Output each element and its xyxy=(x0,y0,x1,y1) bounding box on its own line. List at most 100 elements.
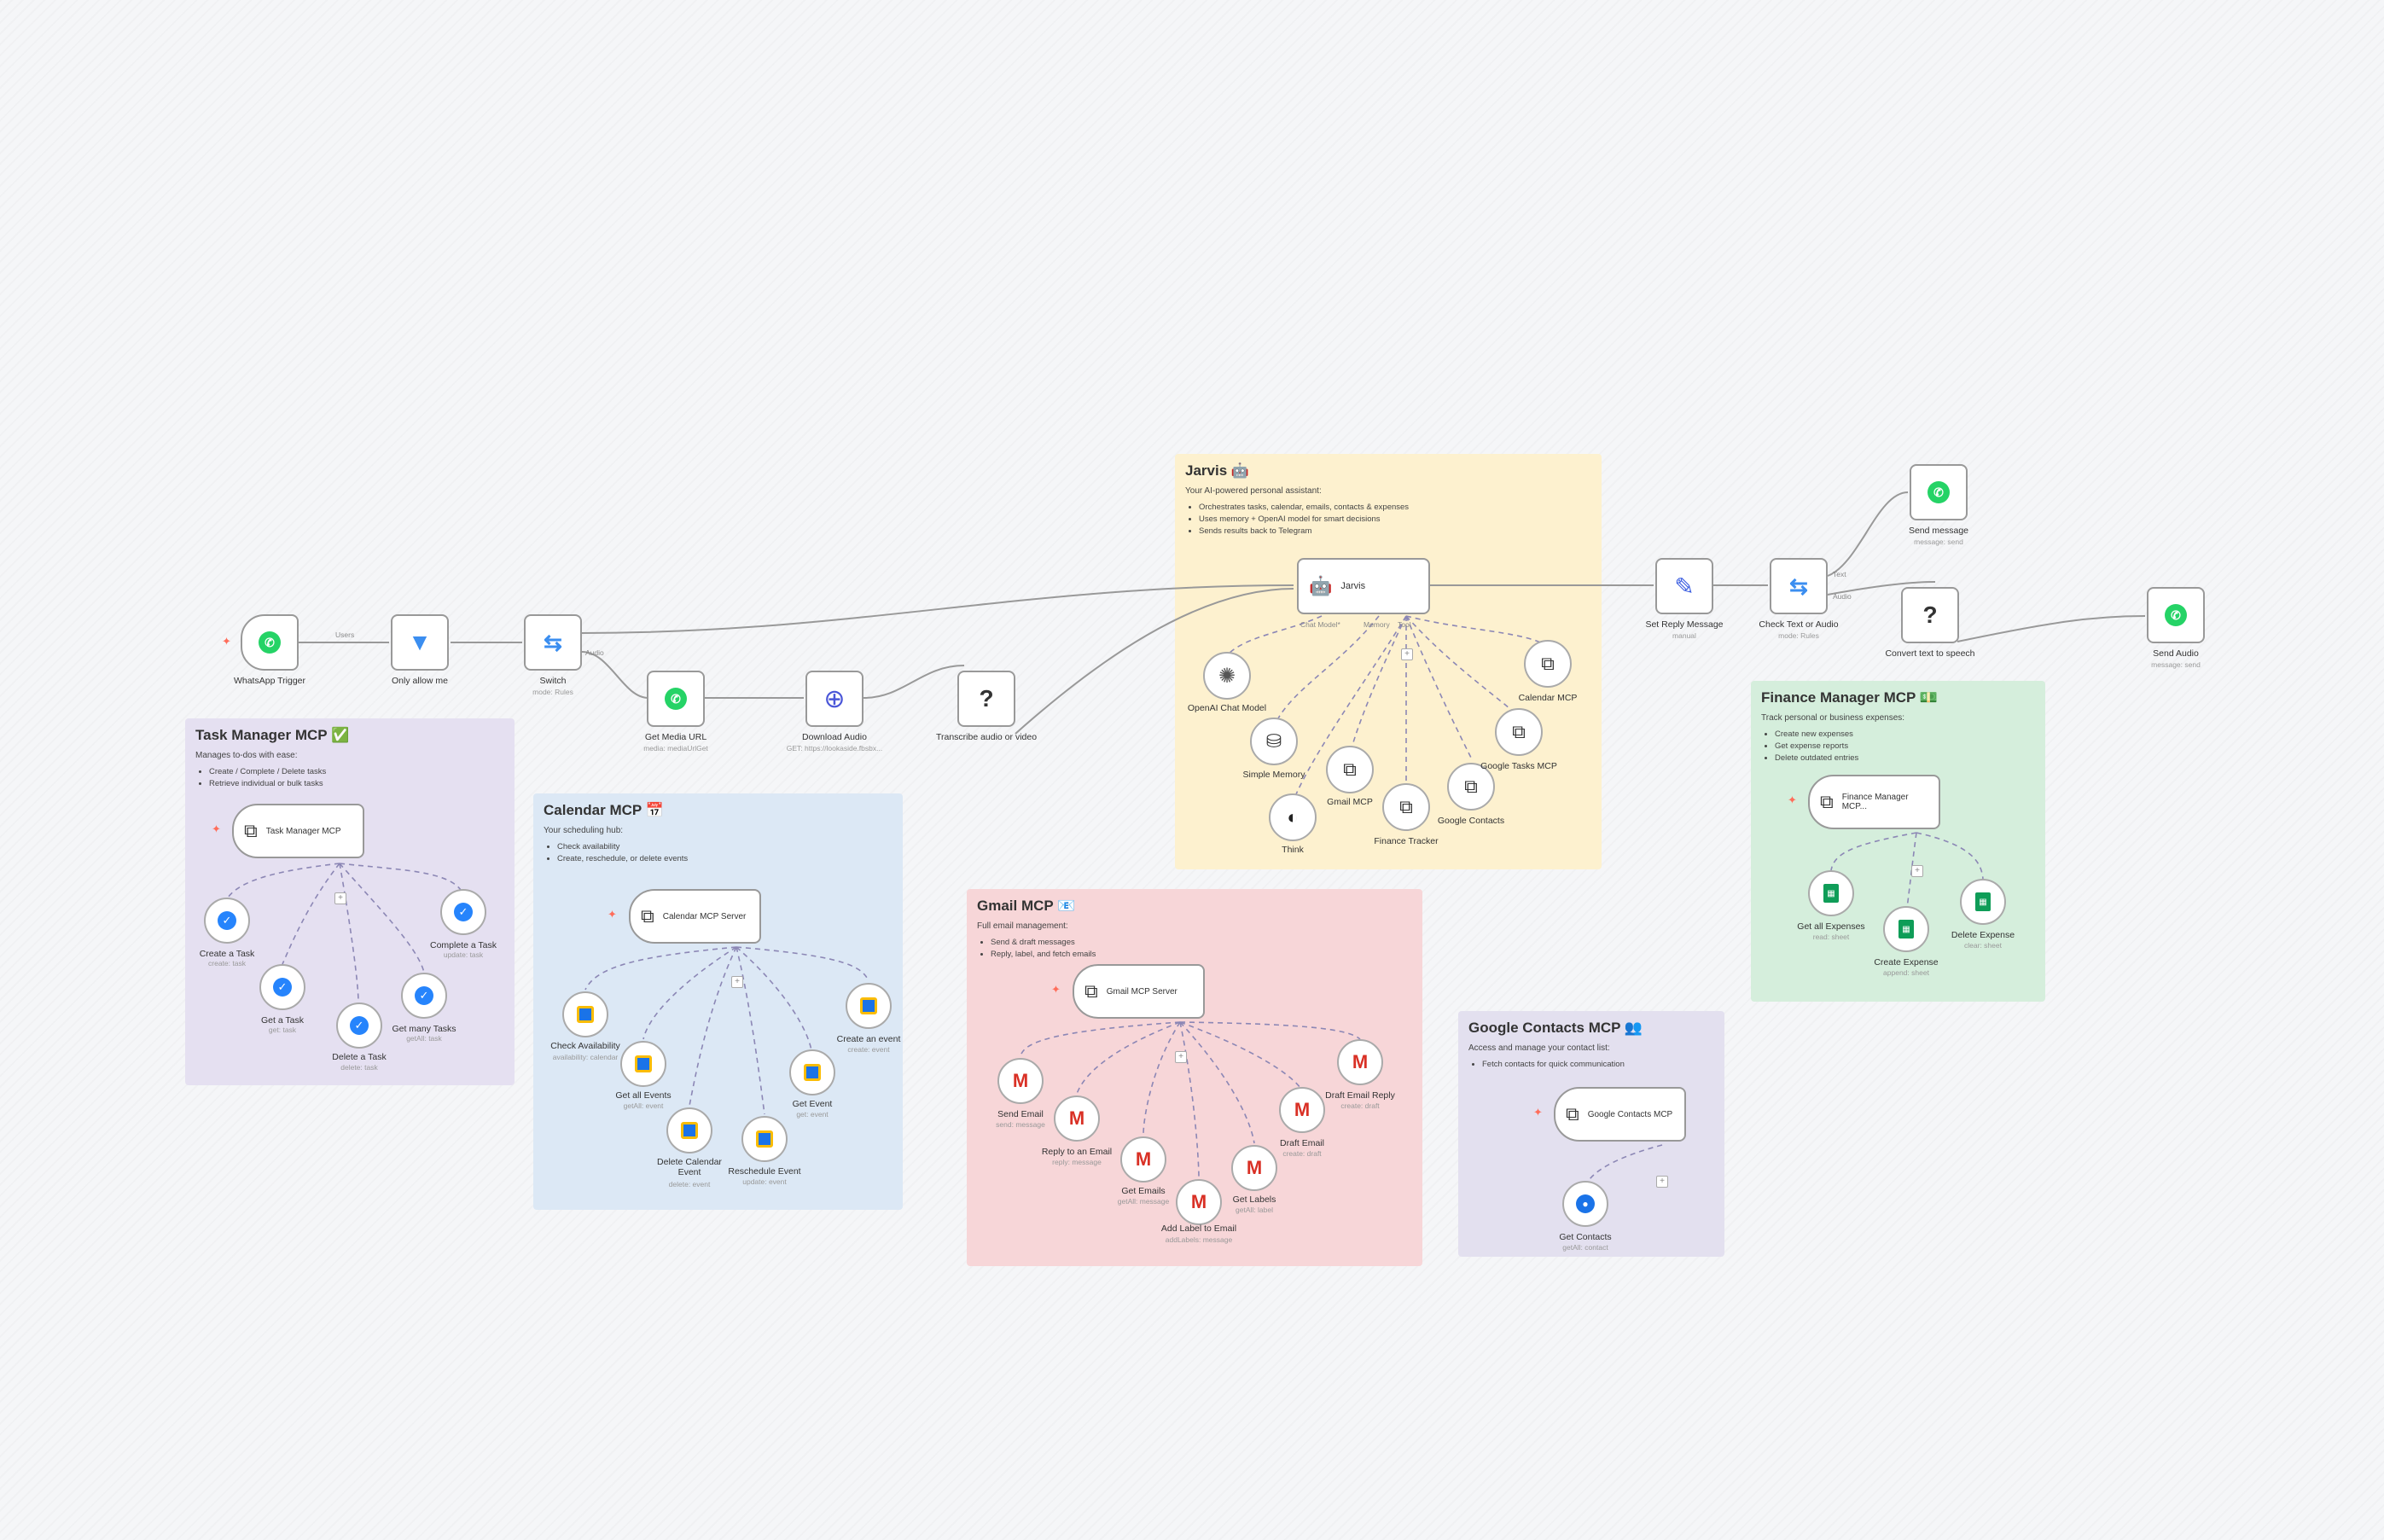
node-sublabel: getAll: label xyxy=(1236,1206,1273,1214)
add-tool-icon[interactable]: + xyxy=(334,892,346,904)
node-sublabel: append: sheet xyxy=(1883,968,1929,977)
node-get-event[interactable] xyxy=(789,1049,835,1095)
node-get-all-expenses[interactable]: ▦ xyxy=(1808,870,1854,916)
node-draft-email[interactable]: M xyxy=(1279,1087,1325,1133)
node-delete-expense[interactable]: ▦ xyxy=(1960,879,2006,925)
node-send-message[interactable]: ✆ xyxy=(1910,464,1968,520)
node-calendar-mcp-tool[interactable]: ⧉ xyxy=(1524,640,1572,688)
node-sublabel: message: send xyxy=(2151,660,2201,669)
node-label: Get many Tasks xyxy=(392,1024,456,1034)
node-get-all-events[interactable] xyxy=(620,1041,666,1087)
sticky-title: Finance Manager MCP 💵 xyxy=(1761,689,1938,706)
node-label: Create Expense xyxy=(1874,957,1939,968)
google-tasks-icon: ✓ xyxy=(273,978,292,997)
node-sublabel: addLabels: message xyxy=(1165,1235,1233,1244)
node-get-contacts[interactable]: ● xyxy=(1562,1181,1608,1227)
add-tool-icon[interactable]: + xyxy=(1401,648,1413,660)
node-label: Create an event xyxy=(836,1034,901,1044)
node-get-labels[interactable]: M xyxy=(1231,1145,1277,1191)
google-sheets-icon: ▦ xyxy=(1975,892,1991,911)
add-tool-icon[interactable]: + xyxy=(731,976,743,988)
sticky-title: Google Contacts MCP 👥 xyxy=(1468,1020,1643,1036)
node-label: Draft Email xyxy=(1280,1138,1324,1148)
node-download-audio[interactable]: ⊕ xyxy=(805,671,863,727)
trigger-marker-icon: ✦ xyxy=(608,908,617,921)
node-task-manager-mcp-server[interactable]: ⧉ Task Manager MCP xyxy=(232,804,364,858)
node-label: Think xyxy=(1282,845,1304,855)
node-label: Download Audio xyxy=(802,732,867,742)
node-get-emails[interactable]: M xyxy=(1120,1136,1166,1183)
whatsapp-icon: ✆ xyxy=(2165,604,2187,626)
node-calendar-mcp-server[interactable]: ⧉ Calendar MCP Server xyxy=(629,889,761,944)
node-gmail-mcp-server[interactable]: ⧉ Gmail MCP Server xyxy=(1073,964,1205,1019)
node-complete-task[interactable]: ✓ xyxy=(440,889,486,935)
node-simple-memory[interactable]: ⛁ xyxy=(1250,718,1298,765)
sticky-bullet: Delete outdated entries xyxy=(1775,753,2035,764)
node-finance-tracker[interactable]: ⧉ xyxy=(1382,783,1430,831)
sticky-bullet: Sends results back to Telegram xyxy=(1199,526,1591,538)
google-tasks-icon: ✓ xyxy=(350,1016,369,1035)
node-only-allow-me[interactable]: ▼ xyxy=(391,614,449,671)
node-set-reply-message[interactable]: ✎ xyxy=(1655,558,1713,614)
node-sublabel: reply: message xyxy=(1052,1158,1102,1166)
node-sublabel: getAll: event xyxy=(623,1101,664,1110)
sticky-finance-manager[interactable]: Finance Manager MCP 💵 Track personal or … xyxy=(1751,681,2045,1002)
node-label: Finance Tracker xyxy=(1374,836,1439,846)
node-create-expense[interactable]: ▦ xyxy=(1883,906,1929,952)
node-sublabel: update: event xyxy=(742,1177,787,1186)
edge-label-audio-2: Audio xyxy=(1833,592,1852,601)
node-finance-manager-mcp-server[interactable]: ⧉ Finance Manager MCP... xyxy=(1808,775,1940,829)
node-sublabel: update: task xyxy=(443,950,484,959)
gmail-icon: M xyxy=(1190,1191,1207,1212)
node-check-availability[interactable] xyxy=(562,991,608,1037)
node-google-tasks-mcp[interactable]: ⧉ xyxy=(1495,708,1543,756)
node-send-audio[interactable]: ✆ xyxy=(2147,587,2205,643)
node-label: Send Email xyxy=(997,1109,1044,1119)
google-calendar-icon xyxy=(756,1130,773,1148)
node-send-email[interactable]: M xyxy=(997,1058,1044,1104)
node-label: Reschedule Event xyxy=(728,1166,801,1177)
node-get-task[interactable]: ✓ xyxy=(259,964,305,1010)
node-reschedule-event[interactable] xyxy=(741,1116,788,1162)
node-create-task[interactable]: ✓ xyxy=(204,898,250,944)
node-label: Gmail MCP Server xyxy=(1106,986,1177,997)
node-convert-text-to-speech[interactable]: ? xyxy=(1901,587,1959,643)
node-jarvis-agent[interactable]: 🤖 Jarvis xyxy=(1297,558,1430,614)
sticky-bullet: Create / Complete / Delete tasks xyxy=(209,766,504,778)
node-sublabel: mode: Rules xyxy=(1778,631,1819,640)
node-reply-to-email[interactable]: M xyxy=(1054,1095,1100,1142)
filter-icon: ▼ xyxy=(408,629,432,655)
node-sublabel: delete: event xyxy=(668,1180,711,1188)
node-get-media-url[interactable]: ✆ xyxy=(647,671,705,727)
node-delete-calendar-event[interactable] xyxy=(666,1107,712,1154)
node-draft-email-reply[interactable]: M xyxy=(1337,1039,1383,1085)
sticky-desc: Your AI-powered personal assistant: xyxy=(1185,486,1322,496)
node-get-many-tasks[interactable]: ✓ xyxy=(401,973,447,1019)
google-calendar-icon xyxy=(635,1055,652,1072)
node-delete-task[interactable]: ✓ xyxy=(336,1002,382,1049)
node-label: Convert text to speech xyxy=(1885,648,1975,659)
node-label: Get Emails xyxy=(1121,1186,1166,1196)
add-tool-icon[interactable]: + xyxy=(1911,865,1923,877)
node-transcribe[interactable]: ? xyxy=(957,671,1015,727)
node-sublabel: read: sheet xyxy=(1812,933,1850,941)
node-sublabel: message: send xyxy=(1914,538,1963,546)
node-switch[interactable]: ⇆ xyxy=(524,614,582,671)
node-google-contacts-tool[interactable]: ⧉ xyxy=(1447,763,1495,811)
node-create-event[interactable] xyxy=(846,983,892,1029)
add-tool-icon[interactable]: + xyxy=(1656,1176,1668,1188)
edge xyxy=(863,665,965,699)
node-whatsapp-trigger[interactable]: ✆ xyxy=(241,614,299,671)
node-openai-chat-model[interactable]: ✺ xyxy=(1203,652,1251,700)
node-think[interactable]: ◐ xyxy=(1269,793,1317,841)
sticky-bullet: Get expense reports xyxy=(1775,741,2035,753)
add-tool-icon[interactable]: + xyxy=(1175,1051,1187,1063)
node-gmail-mcp-tool[interactable]: ⧉ xyxy=(1326,746,1374,793)
node-check-text-or-audio[interactable]: ⇆ xyxy=(1770,558,1828,614)
node-add-label-to-email[interactable]: M xyxy=(1176,1179,1222,1225)
whatsapp-icon: ✆ xyxy=(665,688,687,710)
node-google-contacts-mcp-server[interactable]: ⧉ Google Contacts MCP xyxy=(1554,1087,1686,1142)
gmail-icon: M xyxy=(1352,1051,1369,1072)
sticky-bullet: Create, reschedule, or delete events xyxy=(557,853,893,865)
